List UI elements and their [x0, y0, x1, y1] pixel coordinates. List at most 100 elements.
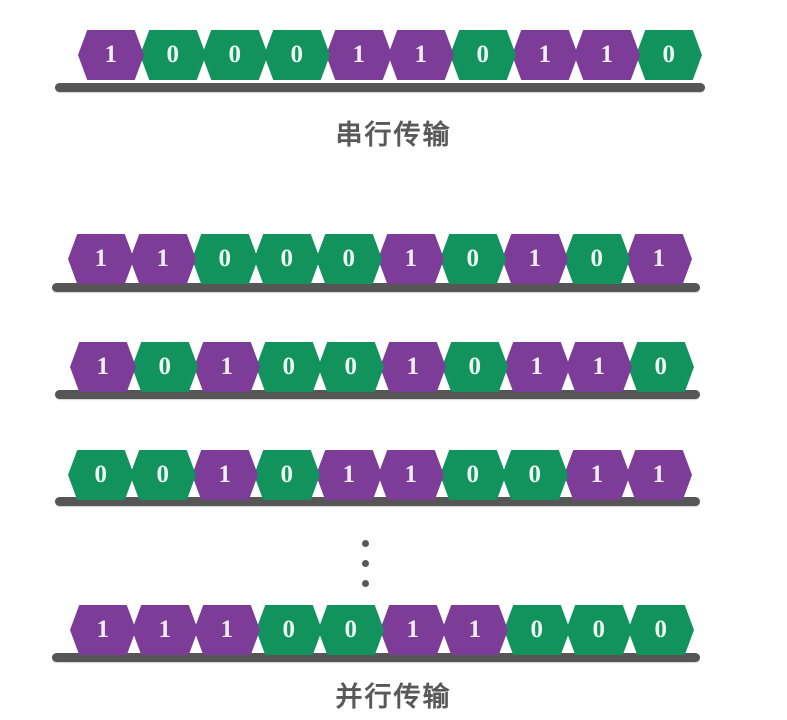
bit-value: 1	[96, 352, 110, 380]
bit-hexagon: 0	[68, 450, 134, 500]
bit-hexagon: 0	[140, 30, 206, 80]
bit-hexagon: 1	[512, 30, 578, 80]
bit-value: 0	[158, 352, 172, 380]
bit-hexagon: 0	[254, 450, 320, 500]
bit-value: 1	[414, 40, 428, 68]
bit-value: 1	[468, 615, 482, 643]
bit-value: 0	[280, 460, 294, 488]
bit-hexagon: 1	[78, 30, 144, 80]
bit-hexagon: 0	[440, 450, 506, 500]
bit-hexagon: 0	[440, 234, 506, 284]
bit-value: 0	[344, 615, 358, 643]
bit-value: 1	[600, 40, 614, 68]
ellipsis-dot	[361, 580, 369, 587]
bit-value: 1	[218, 460, 232, 488]
transmission-channel-bar	[52, 653, 700, 662]
bit-value: 0	[282, 352, 296, 380]
bit-hexagon: 0	[132, 342, 198, 392]
bit-hexagon: 1	[502, 234, 568, 284]
bit-hexagon: 1	[326, 30, 392, 80]
bit-value: 0	[654, 615, 668, 643]
bit-hexagon: 0	[202, 30, 268, 80]
bit-value: 1	[404, 460, 418, 488]
parallel-bit-strip: 1 1 0 0 0 1 0 1 0 1	[68, 234, 692, 284]
ellipsis-dot	[361, 540, 369, 547]
bit-value: 1	[94, 244, 108, 272]
bit-value: 1	[528, 244, 542, 272]
bit-value: 1	[404, 244, 418, 272]
bit-hexagon: 1	[626, 450, 692, 500]
bit-value: 1	[104, 40, 118, 68]
bit-value: 0	[592, 615, 606, 643]
bit-value: 1	[652, 244, 666, 272]
transmission-channel-bar	[52, 283, 700, 292]
bit-hexagon: 0	[442, 342, 508, 392]
bit-hexagon: 1	[388, 30, 454, 80]
bit-value: 0	[228, 40, 242, 68]
bit-value: 1	[590, 460, 604, 488]
bit-value: 1	[342, 460, 356, 488]
bit-value: 0	[342, 244, 356, 272]
bit-value: 1	[652, 460, 666, 488]
bit-hexagon: 0	[130, 450, 196, 500]
bit-value: 0	[466, 244, 480, 272]
bit-hexagon: 0	[316, 234, 382, 284]
ellipsis-dot	[361, 560, 369, 567]
bit-hexagon: 1	[316, 450, 382, 500]
bit-hexagon: 1	[564, 450, 630, 500]
bit-hexagon: 0	[256, 605, 322, 655]
bit-hexagon: 1	[132, 605, 198, 655]
bit-value: 1	[592, 352, 606, 380]
transmission-channel-bar	[55, 497, 700, 506]
bit-hexagon: 0	[502, 450, 568, 500]
bit-hexagon: 0	[318, 342, 384, 392]
bit-value: 1	[406, 352, 420, 380]
bit-hexagon: 0	[192, 234, 258, 284]
bit-hexagon: 0	[256, 342, 322, 392]
bit-value: 0	[530, 615, 544, 643]
bit-value: 0	[662, 40, 676, 68]
bit-value: 1	[530, 352, 544, 380]
bit-value: 0	[590, 244, 604, 272]
bit-value: 1	[220, 352, 234, 380]
bit-value: 1	[352, 40, 366, 68]
bit-value: 0	[282, 615, 296, 643]
bit-hexagon: 1	[192, 450, 258, 500]
bit-hexagon: 0	[318, 605, 384, 655]
bit-hexagon: 0	[628, 342, 694, 392]
bit-hexagon: 0	[504, 605, 570, 655]
bit-value: 0	[468, 352, 482, 380]
bit-hexagon: 0	[566, 605, 632, 655]
bit-value: 1	[538, 40, 552, 68]
serial-transmission-label: 串行传输	[335, 120, 452, 151]
parallel-transmission-label: 并行传输	[335, 682, 452, 713]
bit-value: 0	[344, 352, 358, 380]
bit-value: 0	[280, 244, 294, 272]
bit-hexagon: 1	[130, 234, 196, 284]
bit-value: 0	[218, 244, 232, 272]
bit-value: 1	[406, 615, 420, 643]
vertical-ellipsis-icon	[359, 540, 371, 587]
bit-hexagon: 0	[628, 605, 694, 655]
bit-hexagon: 0	[264, 30, 330, 80]
bit-hexagon: 1	[380, 605, 446, 655]
bit-hexagon: 0	[450, 30, 516, 80]
bit-hexagon: 1	[378, 234, 444, 284]
bit-value: 0	[476, 40, 490, 68]
bit-value: 0	[466, 460, 480, 488]
bit-hexagon: 1	[194, 342, 260, 392]
bit-value: 0	[166, 40, 180, 68]
bit-hexagon: 1	[380, 342, 446, 392]
bit-hexagon: 0	[254, 234, 320, 284]
bit-hexagon: 1	[68, 234, 134, 284]
bit-hexagon: 1	[566, 342, 632, 392]
bit-value: 0	[156, 460, 170, 488]
bit-hexagon: 1	[70, 605, 136, 655]
bit-hexagon: 0	[636, 30, 702, 80]
bit-value: 1	[156, 244, 170, 272]
bit-value: 1	[158, 615, 172, 643]
